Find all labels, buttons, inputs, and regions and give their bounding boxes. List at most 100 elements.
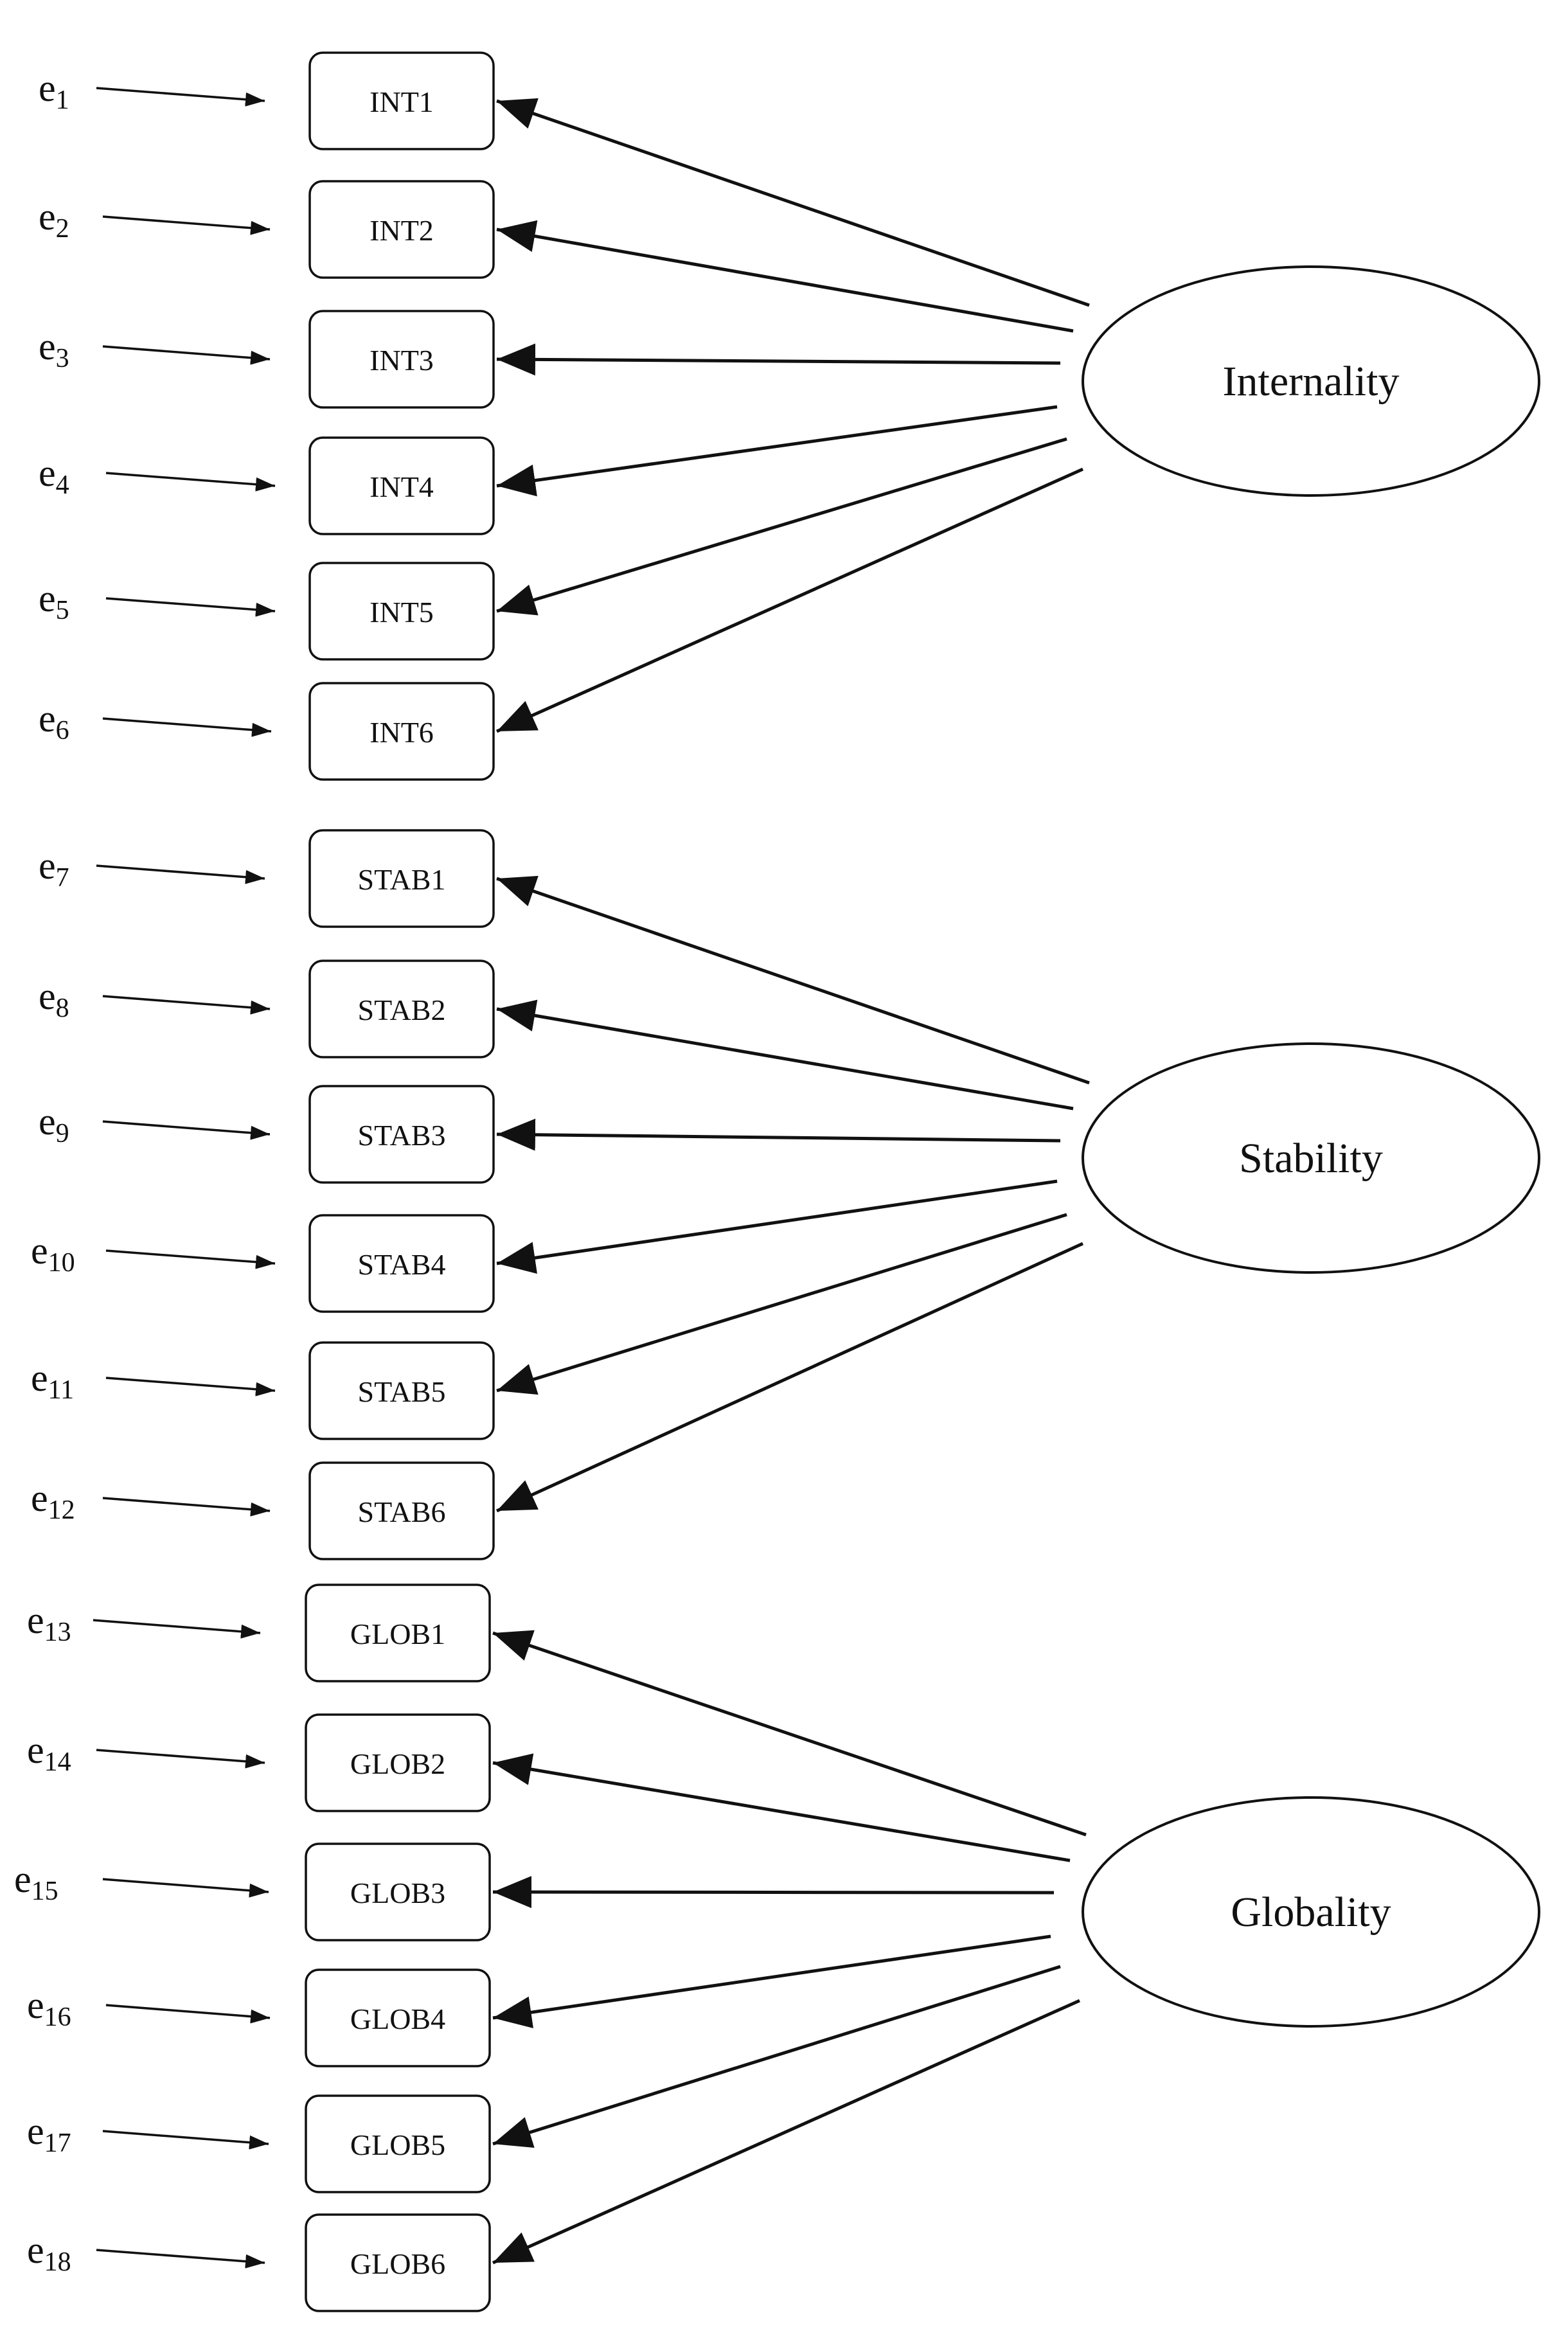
indicator-label: GLOB1 bbox=[350, 1618, 445, 1650]
indicator-label: INT6 bbox=[370, 716, 434, 749]
error-term-subscript: 13 bbox=[44, 1618, 71, 1647]
error-arrow bbox=[105, 1249, 276, 1269]
latent-factor-label: Stability bbox=[1239, 1135, 1383, 1182]
latent-factor-stability bbox=[1082, 1042, 1540, 1274]
error-term-base: e bbox=[31, 1229, 48, 1272]
error-term-label: e3 bbox=[39, 325, 69, 373]
error-term-base: e bbox=[27, 2229, 44, 2271]
error-term-label: e12 bbox=[31, 1477, 75, 1525]
error-term-label: e17 bbox=[27, 2110, 71, 2158]
indicator-label: STAB2 bbox=[358, 994, 446, 1026]
error-term-label: e9 bbox=[39, 1100, 69, 1148]
error-arrow bbox=[96, 864, 265, 884]
error-term-base: e bbox=[39, 844, 56, 887]
factor-loading-arrow bbox=[496, 437, 1067, 616]
error-term-subscript: 18 bbox=[44, 2247, 71, 2277]
error-term-base: e bbox=[39, 975, 56, 1017]
error-arrow bbox=[102, 717, 272, 737]
indicator-box-glob3 bbox=[305, 1843, 491, 1941]
indicator-box-glob1 bbox=[305, 1584, 491, 1682]
error-term-subscript: 14 bbox=[44, 1747, 71, 1777]
error-arrow bbox=[102, 1120, 271, 1140]
factor-loading-arrow bbox=[496, 1213, 1067, 1395]
error-term-label: e13 bbox=[27, 1599, 71, 1647]
error-term-label: e1 bbox=[39, 67, 69, 115]
error-term-label: e7 bbox=[39, 844, 69, 893]
error-term-base: e bbox=[39, 452, 56, 494]
indicator-box-stab2 bbox=[308, 959, 495, 1058]
error-term-base: e bbox=[39, 697, 56, 740]
factor-loading-arrow bbox=[492, 1934, 1051, 2029]
error-arrow bbox=[102, 2130, 269, 2150]
indicator-box-int1 bbox=[308, 51, 495, 150]
error-term-label: e6 bbox=[39, 697, 69, 745]
error-arrow bbox=[102, 1878, 269, 1898]
error-arrow bbox=[105, 1377, 276, 1397]
error-term-label: e11 bbox=[31, 1357, 74, 1405]
error-arrow bbox=[102, 345, 271, 365]
factor-loading-arrow bbox=[496, 1118, 1061, 1151]
indicator-label: STAB5 bbox=[358, 1375, 446, 1408]
error-arrow bbox=[105, 2004, 271, 2024]
error-term-label: e8 bbox=[39, 975, 69, 1023]
factor-loading-arrow bbox=[496, 343, 1061, 376]
factor-loading-arrow bbox=[492, 1630, 1087, 1837]
error-term-base: e bbox=[39, 325, 56, 368]
indicator-label: GLOB6 bbox=[350, 2247, 445, 2280]
error-term-base: e bbox=[31, 1357, 48, 1399]
error-term-subscript: 11 bbox=[48, 1375, 74, 1405]
error-arrow bbox=[102, 1497, 271, 1517]
error-arrow bbox=[96, 1749, 265, 1769]
error-arrow bbox=[96, 2249, 265, 2269]
indicator-box-int4 bbox=[308, 436, 495, 535]
indicator-box-glob6 bbox=[305, 2213, 491, 2312]
error-term-subscript: 1 bbox=[56, 85, 69, 115]
indicator-label: STAB3 bbox=[358, 1119, 446, 1152]
indicator-label: INT1 bbox=[370, 85, 434, 118]
error-term-subscript: 2 bbox=[56, 214, 69, 244]
error-term-base: e bbox=[14, 1858, 31, 1900]
error-term-subscript: 9 bbox=[56, 1119, 69, 1148]
error-term-subscript: 15 bbox=[31, 1877, 58, 1906]
error-term-label: e15 bbox=[14, 1858, 58, 1906]
indicator-box-stab6 bbox=[308, 1461, 495, 1560]
error-term-subscript: 4 bbox=[56, 470, 69, 500]
indicator-label: GLOB5 bbox=[350, 2128, 445, 2161]
indicator-label: STAB4 bbox=[358, 1248, 446, 1281]
factor-loading-arrow bbox=[495, 467, 1084, 733]
factor-loading-arrow bbox=[496, 875, 1090, 1085]
error-term-base: e bbox=[27, 1984, 44, 2026]
error-term-subscript: 12 bbox=[48, 1495, 75, 1525]
error-arrow bbox=[102, 995, 271, 1015]
factor-loading-arrow bbox=[495, 1242, 1084, 1513]
indicator-label: GLOB4 bbox=[350, 2003, 445, 2035]
latent-factor-label: Internality bbox=[1223, 358, 1400, 405]
error-term-label: e2 bbox=[39, 195, 69, 244]
factor-loading-arrow bbox=[492, 1999, 1081, 2265]
latent-factor-label: Globality bbox=[1231, 1889, 1391, 1936]
error-term-base: e bbox=[31, 1477, 48, 1519]
indicator-box-int5 bbox=[308, 562, 495, 661]
indicator-box-int6 bbox=[308, 682, 495, 781]
error-term-base: e bbox=[39, 1100, 56, 1143]
error-term-subscript: 10 bbox=[48, 1248, 75, 1278]
indicator-label: INT2 bbox=[370, 214, 434, 247]
indicator-box-stab3 bbox=[308, 1085, 495, 1184]
latent-factor-globality bbox=[1082, 1796, 1540, 2028]
indicator-label: INT4 bbox=[370, 470, 434, 503]
indicator-box-int2 bbox=[308, 180, 495, 279]
error-term-subscript: 17 bbox=[44, 2128, 71, 2158]
error-term-label: e4 bbox=[39, 452, 69, 500]
error-arrow bbox=[105, 597, 276, 617]
factor-loading-arrow bbox=[496, 999, 1074, 1111]
error-term-base: e bbox=[27, 1729, 44, 1771]
indicator-label: INT5 bbox=[370, 596, 434, 629]
error-arrow bbox=[102, 215, 271, 235]
indicator-label: GLOB3 bbox=[350, 1877, 445, 1909]
error-term-subscript: 7 bbox=[56, 863, 69, 893]
error-term-label: e18 bbox=[27, 2229, 71, 2277]
indicator-label: INT3 bbox=[370, 344, 434, 377]
indicator-box-glob5 bbox=[305, 2094, 491, 2193]
error-term-subscript: 3 bbox=[56, 344, 69, 373]
